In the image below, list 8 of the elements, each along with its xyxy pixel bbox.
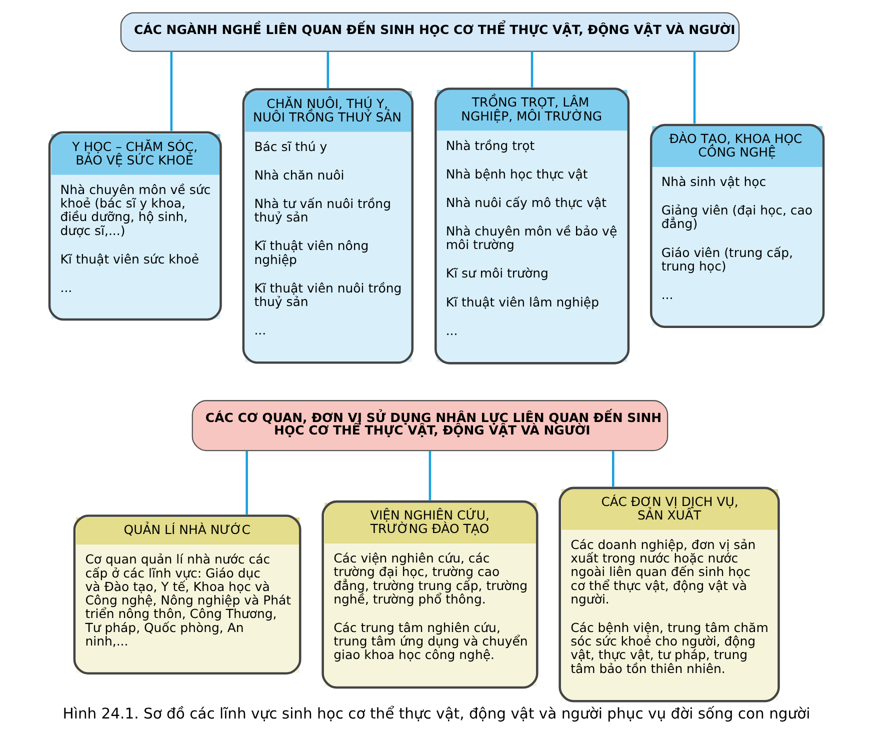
connector [530,51,533,88]
caption: Hình 24.1. Sơ đồ các lĩnh vực sinh học cơ thể thực vật, động vật và người phục vụ đời sống con người [62,706,810,723]
connector [170,51,172,131]
connector [245,450,248,514]
connector [692,51,696,124]
connector [326,51,329,88]
connector [612,450,614,487]
connector [428,450,431,500]
